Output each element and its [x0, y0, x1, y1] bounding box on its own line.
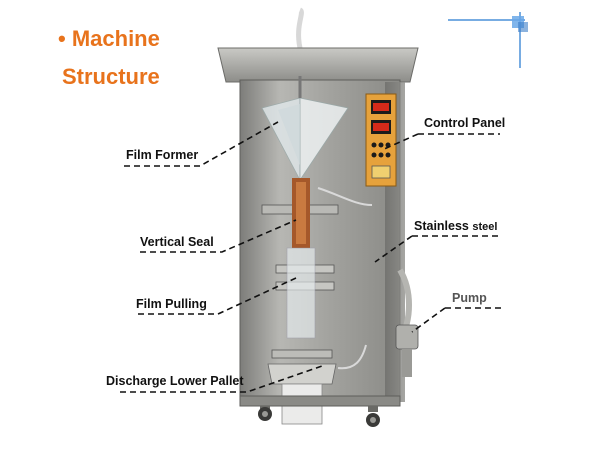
label-film-pulling: Film Pulling [136, 297, 207, 311]
label-vertical-seal: Vertical Seal [140, 235, 214, 249]
label-stainless-steel: Stainless steel [414, 219, 497, 233]
base [239, 395, 401, 407]
film-former [261, 76, 349, 182]
title-bullet: • [58, 26, 66, 51]
leader-film-former [124, 121, 279, 167]
leader-pump [411, 307, 502, 333]
label-control-panel: Control Panel [424, 116, 506, 130]
top-cover [217, 47, 419, 83]
leader-stainless-steel [374, 235, 502, 263]
title-line-1: • Machine [58, 26, 160, 52]
vertical-seal [261, 178, 373, 248]
leader-control-panel [381, 133, 500, 151]
leader-discharge-pallet [120, 365, 323, 393]
leader-film-pulling [138, 277, 297, 315]
film-pulling [275, 247, 335, 339]
wheel-left [258, 406, 272, 421]
wheel-right [366, 406, 380, 427]
label-film-former: Film Former [126, 148, 199, 162]
corner-logo [448, 12, 528, 68]
label-discharge-pallet: Discharge Lower Pallet [106, 374, 244, 388]
control-panel [365, 93, 397, 187]
title-machine: Machine [71, 26, 160, 51]
label-pump: Pump [452, 291, 487, 305]
label-steel: steel [472, 221, 498, 233]
title-line-2: Structure [62, 64, 160, 89]
leader-vertical-seal [140, 219, 297, 253]
pump [395, 268, 419, 377]
label-stainless: Stainless [414, 219, 469, 233]
top-hose [296, 7, 304, 49]
